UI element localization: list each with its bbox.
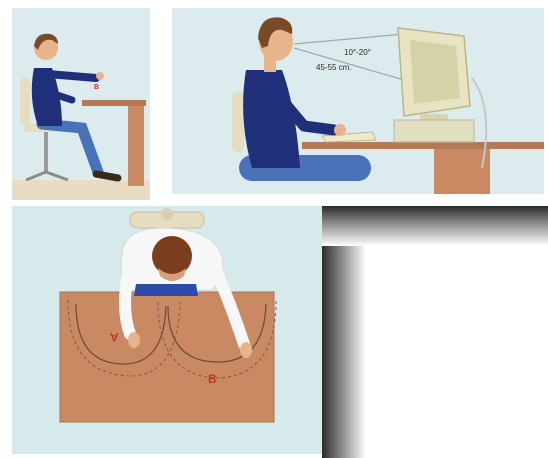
viewing-distance-label: 45-55 cm. (316, 63, 352, 72)
chair-back (232, 92, 244, 152)
chair-back (20, 78, 30, 124)
desk-top (82, 100, 146, 106)
reach-zone-a-label: A (110, 330, 119, 344)
reach-zone-b-label: B (208, 372, 217, 386)
sight-line-top (294, 34, 404, 44)
shoe (96, 174, 118, 178)
desk-leg (128, 106, 144, 186)
top-view-panel: A B (12, 206, 322, 454)
reaching-arm (48, 74, 96, 78)
desk-drawer (434, 149, 490, 194)
panel-shadow-horizontal (322, 206, 548, 246)
computer-case (394, 120, 474, 142)
left-hand (128, 332, 140, 348)
viewing-angle-label: 10°-20° (344, 48, 371, 57)
hand (334, 124, 346, 136)
desk-top (302, 142, 544, 149)
chair-post (44, 132, 48, 172)
side-view-illustration (12, 8, 150, 200)
monitor-view-illustration (172, 8, 544, 194)
chair-knob (161, 208, 173, 220)
trousers-waist (134, 284, 198, 296)
hand (96, 72, 104, 80)
monitor-screen (410, 40, 460, 104)
right-hand (240, 342, 252, 358)
top-view-illustration (12, 206, 322, 454)
left-arm (125, 266, 130, 334)
side-view-zone-label: B (94, 84, 99, 91)
head-top (152, 236, 192, 276)
chair-base (26, 172, 68, 180)
monitor-view-panel: 10°-20° 45-55 cm. (172, 8, 544, 194)
side-view-panel: B (12, 8, 150, 200)
